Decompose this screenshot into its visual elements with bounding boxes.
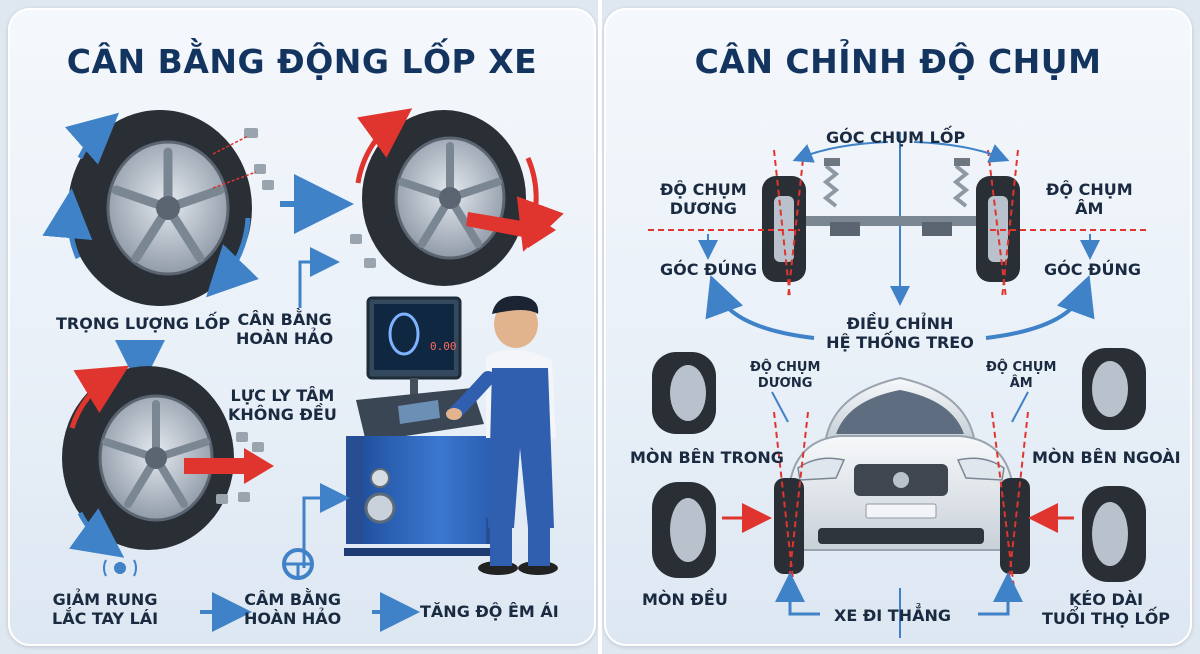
tire-inner-wear-icon bbox=[652, 352, 716, 434]
label-tire-weight: TRỌNG LƯỢNG LỐP bbox=[56, 314, 231, 333]
label-line: DƯƠNG bbox=[669, 199, 737, 218]
label-balance-perfect: CÂN BẰNG HOÀN HẢO bbox=[236, 310, 333, 348]
label-line: HỆ THỐNG TREO bbox=[826, 333, 974, 352]
wheel-balancing-panel: 0.00 bbox=[8, 8, 596, 646]
technician-icon bbox=[446, 295, 558, 575]
label-positive-toe-small: ĐỘ CHỤM DƯƠNG bbox=[750, 360, 820, 392]
label-line: KHÔNG ĐỀU bbox=[228, 405, 337, 424]
suspension-icon bbox=[762, 158, 1020, 282]
label-negative-toe: ĐỘ CHỤM ÂM bbox=[1046, 180, 1133, 218]
label-centrifugal: LỰC LY TÂM KHÔNG ĐỀU bbox=[228, 386, 337, 424]
label-longer-tire-life: KÉO DÀI TUỔI THỌ LỐP bbox=[1042, 590, 1170, 628]
label-drive-straight: XE ĐI THẲNG bbox=[834, 606, 951, 625]
label-negative-toe-small: ĐỘ CHỤM ÂM bbox=[986, 360, 1056, 392]
label-comfort: TĂNG ĐỘ ÊM ÁI bbox=[420, 602, 559, 621]
label-correct-angle-right: GÓC ĐÚNG bbox=[1044, 260, 1141, 279]
label-line: LỰC LY TÂM bbox=[230, 386, 335, 405]
screen-readout: 0.00 bbox=[430, 340, 457, 353]
label-line: KÉO DÀI bbox=[1068, 590, 1144, 609]
tire-spinning-icon bbox=[350, 108, 564, 286]
label-line: ÂM bbox=[1009, 376, 1033, 391]
label-line: GIẢM RUNG bbox=[52, 590, 158, 609]
balancing-machine-icon: 0.00 bbox=[344, 296, 512, 556]
label-line: ĐỘ CHỤM bbox=[1046, 180, 1133, 199]
label-line: HOÀN HẢO bbox=[236, 329, 334, 348]
label-line: TUỔI THỌ LỐP bbox=[1042, 609, 1171, 628]
right-title: CÂN CHỈNH ĐỘ CHỤM bbox=[694, 42, 1102, 81]
label-adjust-suspension: ĐIỀU CHỈNH HỆ THỐNG TREO bbox=[812, 314, 988, 352]
label-correct-angle-left: GÓC ĐÚNG bbox=[660, 260, 757, 279]
label-cam-bang: CÂM BẰNG HOÀN HẢO bbox=[244, 590, 341, 628]
car-front-icon bbox=[774, 376, 1030, 574]
toe-alignment-illustration bbox=[648, 132, 1150, 638]
label-inner-wear: MÒN BÊN TRONG bbox=[630, 448, 784, 467]
tire-long-life-icon bbox=[1082, 486, 1146, 582]
toe-alignment-panel: CÂN CHỈNH ĐỘ CHỤM GÓC CHỤM LỐP ĐỘ CHỤM D… bbox=[604, 8, 1192, 646]
vibration-icon bbox=[103, 559, 137, 577]
label-outer-wear: MÒN BÊN NGOÀI bbox=[1032, 448, 1181, 467]
left-title: CÂN BẰNG ĐỘNG LỐP XE bbox=[66, 42, 538, 81]
label-reduce-vibration: GIẢM RUNG LẮC TAY LÁI bbox=[52, 590, 158, 628]
label-line: DƯƠNG bbox=[757, 376, 813, 391]
label-line: ĐIỀU CHỈNH bbox=[846, 314, 954, 333]
label-line: HOÀN HẢO bbox=[244, 609, 342, 628]
tire-even-wear-icon bbox=[652, 482, 716, 578]
label-line: CÂM BẰNG bbox=[244, 590, 341, 609]
tire-unbalanced-icon bbox=[42, 110, 274, 306]
label-line: ÂM bbox=[1075, 199, 1104, 218]
label-line: CÂN BẰNG bbox=[237, 310, 332, 329]
label-even-wear: MÒN ĐỀU bbox=[642, 590, 728, 609]
tire-centrifugal-icon bbox=[62, 365, 274, 558]
wheel-balancing-illustration: 0.00 bbox=[42, 108, 564, 632]
panel-divider bbox=[598, 0, 602, 654]
label-positive-toe: ĐỘ CHỤM DƯƠNG bbox=[660, 180, 747, 218]
label-line: ĐỘ CHỤM bbox=[660, 180, 747, 199]
label-toe-angle: GÓC CHỤM LỐP bbox=[826, 128, 966, 147]
label-line: ĐỘ CHỤM bbox=[986, 360, 1057, 375]
tire-outer-wear-icon bbox=[1082, 348, 1146, 430]
label-line: ĐỘ CHỤM bbox=[750, 360, 821, 375]
steering-wheel-icon bbox=[282, 548, 314, 580]
label-line: LẮC TAY LÁI bbox=[52, 609, 159, 628]
